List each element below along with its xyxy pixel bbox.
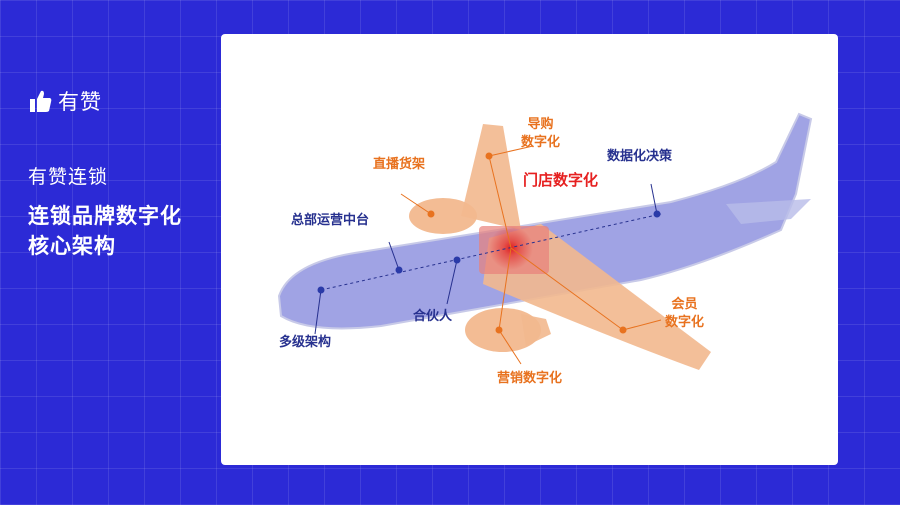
label-member-line1: 会员 <box>671 297 698 312</box>
section-subtitle: 有赞连锁 <box>28 166 109 188</box>
label-guide-line1: 导购 <box>527 117 554 132</box>
label-store-digital: 门店数字化 <box>523 171 599 189</box>
label-data-decision: 数据化决策 <box>607 149 673 164</box>
thumbs-up-icon <box>30 90 52 112</box>
label-partner: 合伙人 <box>413 309 453 324</box>
tail-stabilizer <box>726 199 811 224</box>
label-member-digital: 会员 数字化 <box>665 296 704 332</box>
upper-wing <box>461 124 521 230</box>
label-hq-platform: 总部运营中台 <box>291 213 370 228</box>
label-live-shelf: 直播货架 <box>373 157 426 172</box>
brand: 有赞 <box>30 86 102 116</box>
page-heading-line1: 连锁品牌数字化 <box>28 204 182 228</box>
label-multi-level: 多级架构 <box>279 335 332 350</box>
label-guide-line2: 数字化 <box>521 135 561 150</box>
brand-name: 有赞 <box>58 90 102 114</box>
upper-engine <box>409 198 477 234</box>
label-marketing-digital: 营销数字化 <box>497 371 563 386</box>
label-member-line2: 数字化 <box>665 315 705 330</box>
page-heading-line2: 核心架构 <box>28 234 116 258</box>
airplane-diagram <box>277 112 813 370</box>
label-guide-digital: 导购 数字化 <box>521 116 560 152</box>
fuselage-shape <box>279 114 811 329</box>
diagram-panel: 导购 数字化 直播货架 门店数字化 数据化决策 总部运营中台 合伙人 多级架构 … <box>221 34 838 465</box>
